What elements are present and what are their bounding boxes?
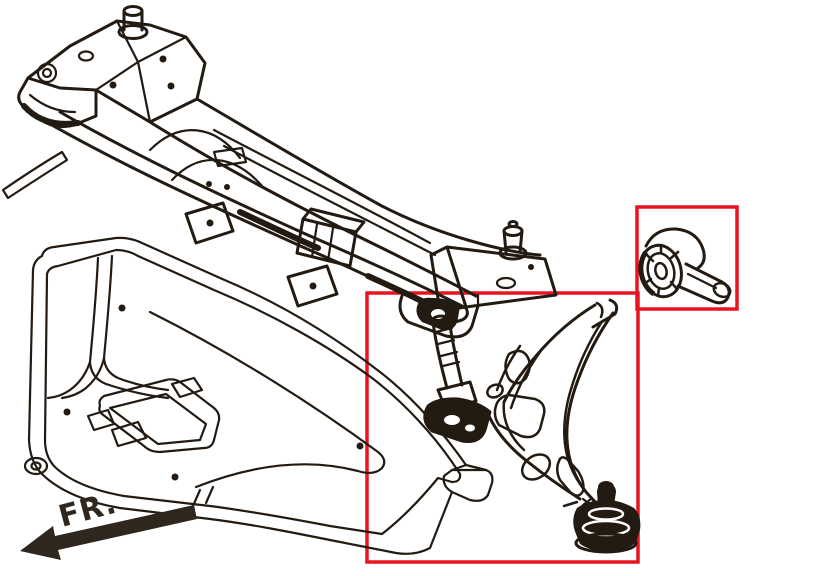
- control-arm-highlight-box: [365, 291, 640, 564]
- highlight-boxes: [365, 205, 739, 564]
- front-direction-marker: FR.: [20, 486, 197, 560]
- front-lower-control-arm: [423, 298, 641, 554]
- under-cover-skid-plate: [23, 236, 494, 555]
- front-subframe-crossmember: [1, 5, 558, 339]
- bushing-highlight-box: [635, 205, 739, 311]
- control-arm-rear-bushing: [638, 227, 732, 305]
- front-direction-arrow-icon: [20, 505, 197, 560]
